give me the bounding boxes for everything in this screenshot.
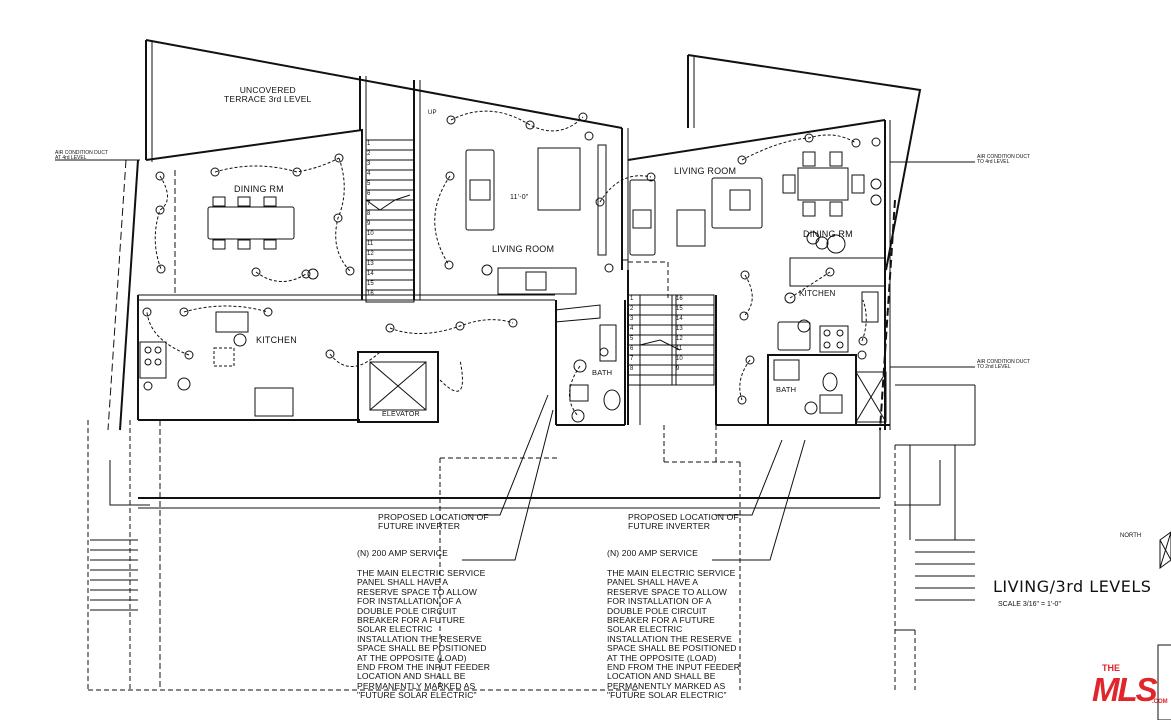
stair-step-number: 13 [367,261,374,267]
stair-step-number: 2 [367,151,371,157]
dimension-label: 11'-0" [510,194,529,201]
air-duct-note-right-top: AIR CONDITION DUCT TO 4rd LEVEL [977,154,1031,165]
stair-step-number: 14 [676,316,683,322]
left-stair [365,80,421,303]
leader-lines [55,159,975,561]
room-label-kitchen-right: KITCHEN [799,289,836,298]
exterior-steps [90,460,975,611]
stair-step-number: 5 [367,181,371,187]
stair-step-number: 7 [367,201,371,207]
stair-step-number: 16 [676,296,683,302]
drawing-scale: SCALE 3/16" = 1'-0" [998,601,1061,608]
wiring-paths [146,110,867,417]
fixture-symbols [142,112,882,423]
air-duct-note-right-bottom: AIR CONDITION DUCT TO 2nd LEVEL [977,359,1031,370]
mls-logo-main: MLS [1092,671,1158,708]
panel-note-right: THE MAIN ELECTRIC SERVICE PANEL SHALL HA… [607,568,741,701]
stair-step-number: 6 [630,346,634,352]
stair-step-number: 9 [676,366,680,372]
inverter-note-right: PROPOSED LOCATION OF FUTURE INVERTER [628,512,739,532]
stair-up-label: UP [428,110,437,116]
stair-step-number: 8 [630,366,634,372]
right-furniture [629,151,879,392]
room-label-living-left: LIVING ROOM [492,244,555,254]
stair-step-number: 11 [676,346,683,352]
stair-step-number: 7 [630,356,634,362]
room-label-dining-right: DINING RM [803,229,853,239]
stair-step-number: 1 [630,296,634,302]
drawing-title: LIVING/3rd LEVELS [993,577,1152,596]
left-unit-interior [87,170,880,691]
stair-step-number: 6 [367,191,371,197]
stair-step-number: 2 [630,306,634,312]
north-arrow-icon [1159,531,1171,569]
stair-step-number: 15 [367,281,374,287]
stair-step-number: 14 [367,271,374,277]
stair-step-number: 12 [367,251,374,257]
stair-step-number: 4 [630,326,634,332]
stair-step-number: 4 [367,171,371,177]
mls-logo: THE MLS .COM [1090,663,1168,709]
stair-step-number: 9 [367,221,371,227]
stair-step-number: 8 [367,211,371,217]
title-block [1157,644,1171,720]
room-label-bath-left: BATH [592,368,613,377]
right-unit-interior [628,257,976,690]
left-furniture [139,144,621,411]
room-label-bath-right: BATH [776,385,797,394]
stair-step-number: 3 [630,316,634,322]
mls-logo-suffix: .COM [1152,699,1168,705]
room-label-terrace: UNCOVERED TERRACE 3rd LEVEL [224,85,312,104]
room-label-dining-left: DINING RM [234,184,284,194]
stair-step-number: 10 [367,231,374,237]
stair-step-number: 16 [367,291,374,297]
room-label-kitchen-left: KITCHEN [256,335,297,345]
right-stair [627,294,717,425]
service-note-left: (N) 200 AMP SERVICE [357,548,448,558]
room-label-living-right: LIVING ROOM [674,166,737,176]
inverter-note-left: PROPOSED LOCATION OF FUTURE INVERTER [378,512,489,532]
stair-step-number: 11 [367,241,374,247]
stair-step-number: 5 [630,336,634,342]
north-label: NORTH [1120,533,1142,539]
panel-note-left: THE MAIN ELECTRIC SERVICE PANEL SHALL HA… [357,568,491,701]
air-duct-note-left: AIR CONDITION DUCT AT 4rd LEVEL [55,150,109,161]
stair-step-number: 10 [676,356,683,362]
mls-logo-the: THE [1102,663,1120,673]
stair-step-number: 15 [676,306,683,312]
stair-step-number: 3 [367,161,371,167]
stair-step-number: 1 [367,141,371,147]
service-note-right: (N) 200 AMP SERVICE [607,548,698,558]
stair-step-number: 12 [676,336,683,342]
stair-step-number: 13 [676,326,683,332]
room-label-elevator: ELEVATOR [382,411,420,418]
